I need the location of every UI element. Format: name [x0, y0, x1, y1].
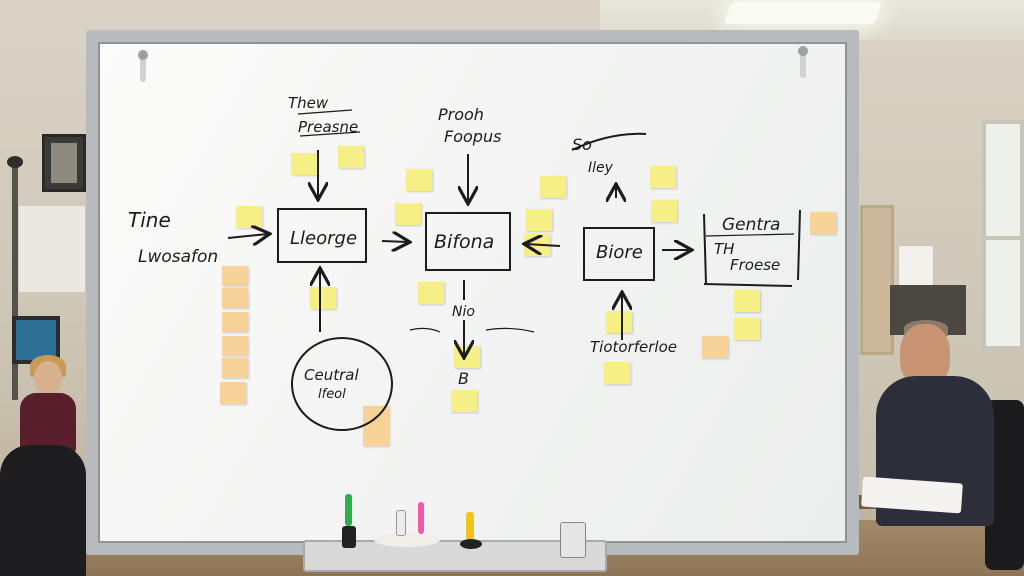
- left-label-line-2: Lwosafon: [138, 247, 218, 267]
- top-label-1-line-2: Preasne: [298, 118, 358, 136]
- marker-cap: [342, 526, 356, 548]
- pink-marker[interactable]: [418, 502, 424, 534]
- box-4-line-3: Froese: [730, 256, 780, 274]
- top-label-1-line-1: Thew: [288, 94, 329, 112]
- scribble: [410, 328, 534, 332]
- arrow: [526, 244, 560, 246]
- box-2-label: Bifona: [434, 231, 494, 253]
- green-marker[interactable]: [345, 494, 352, 526]
- left-label-line-1: Tine: [128, 208, 171, 232]
- spray-bottle[interactable]: [560, 522, 586, 558]
- box-4-line-1: Gentra: [722, 215, 780, 235]
- top-label-2-line-1: Prooh: [438, 105, 484, 124]
- top-label-3-line-2: Iley: [588, 160, 614, 176]
- arrow: [382, 241, 408, 242]
- circle-label-line-2: lfeol: [318, 387, 346, 402]
- marker[interactable]: [396, 510, 406, 536]
- box-3-label: Biore: [596, 242, 643, 263]
- arrow: [228, 234, 268, 238]
- diagram-circle: [292, 338, 392, 430]
- yellow-marker[interactable]: [466, 512, 474, 540]
- mid-symbol: B: [458, 369, 469, 388]
- box-1-label: Lleorge: [290, 228, 357, 249]
- top-label-2-line-2: Foopus: [444, 127, 501, 146]
- top-label-3-line-1: So: [572, 135, 592, 154]
- eraser[interactable]: [374, 533, 440, 547]
- marker-cap: [460, 539, 482, 549]
- mid-label: Nio: [452, 304, 475, 320]
- circle-label-line-1: Ceutral: [304, 366, 359, 384]
- bottom-right-label: Tiotorferloe: [590, 338, 677, 356]
